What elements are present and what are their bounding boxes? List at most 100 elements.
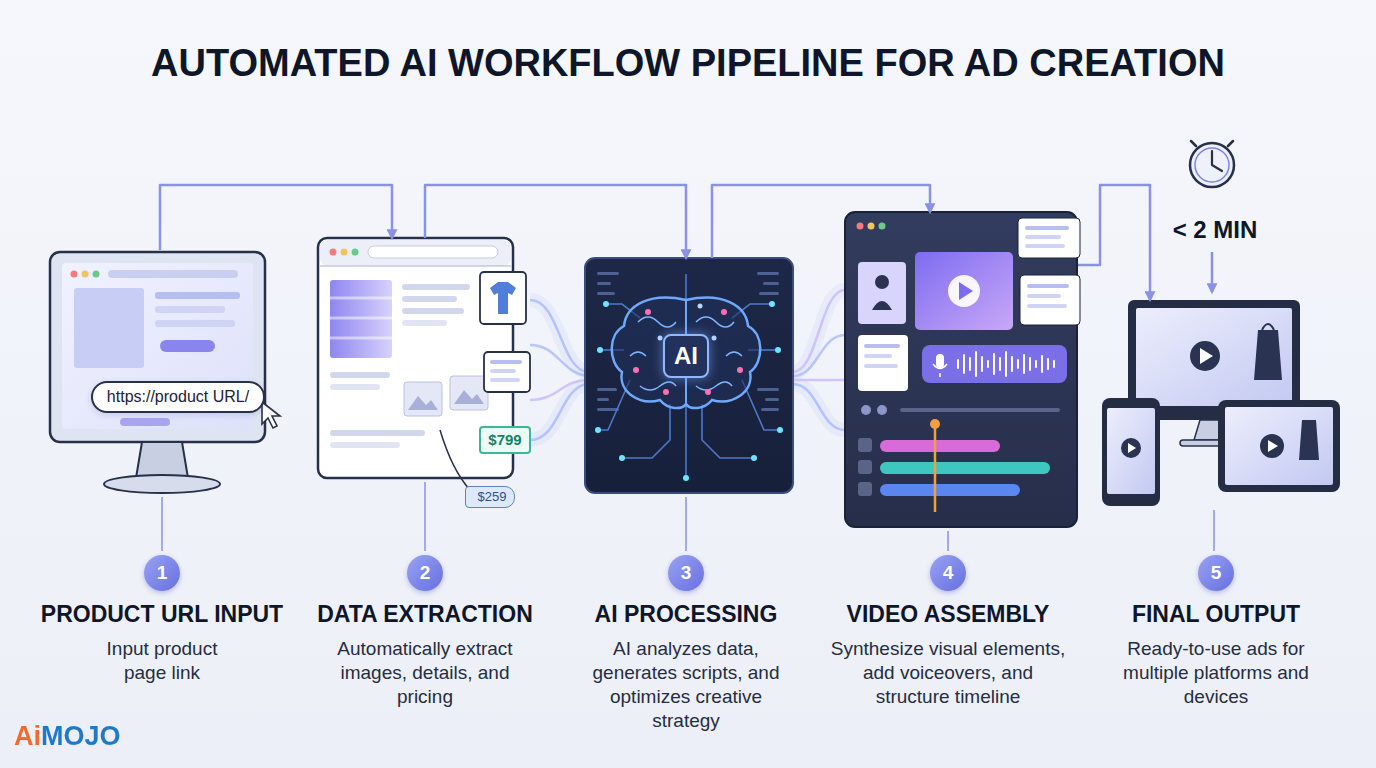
video-editor-illustration: [858, 482, 872, 496]
step-heading: VIDEO ASSEMBLY: [847, 600, 1050, 628]
url-field: https://product URL/: [91, 381, 265, 413]
browser-illustration: [330, 384, 380, 390]
ai-brain-illustration: [765, 398, 779, 401]
browser-illustration: [402, 320, 447, 326]
monitor-illustration: [262, 402, 280, 428]
step-number: 5: [1198, 555, 1234, 591]
video-editor-illustration: [858, 460, 872, 474]
video-editor-illustration: [1025, 235, 1061, 239]
video-editor-illustration: [880, 462, 1050, 474]
step-panel: 1PRODUCT URL INPUTInput product page lin…: [35, 250, 290, 685]
ai-brain-illustration: [683, 475, 689, 481]
browser-illustration: [408, 396, 438, 410]
browser-illustration: [402, 296, 457, 302]
data-stream: [793, 384, 845, 430]
step-heading: FINAL OUTPUT: [1132, 600, 1300, 628]
ai-brain-illustration: [597, 398, 609, 401]
video-editor-illustration: [963, 355, 965, 373]
ai-brain-illustration: [597, 272, 779, 411]
monitor-illustration: [155, 320, 235, 327]
video-editor-illustration: [930, 419, 940, 429]
ai-brain-illustration: [638, 317, 676, 327]
video-editor-illustration: [875, 275, 889, 289]
ai-brain-illustration: [777, 427, 783, 433]
step-description: Ready-to-use ads for multiple platforms …: [1116, 637, 1316, 709]
video-editor-illustration: [858, 262, 906, 324]
data-stream: [530, 345, 588, 376]
browser-illustration: [319, 265, 512, 267]
step-number: 4: [930, 555, 966, 591]
ai-brain-illustration: [761, 408, 779, 411]
step-description: Automatically extract images, details, a…: [330, 637, 520, 709]
ai-brain-illustration: [640, 382, 676, 390]
flow-arrow: [1211, 252, 1214, 292]
devices-illustration: [1299, 420, 1319, 460]
ai-brain-illustration: [630, 352, 646, 356]
video-editor-illustration: [1025, 244, 1065, 248]
video-editor-illustration: [879, 223, 886, 230]
ai-brain-illustration: [603, 301, 609, 307]
data-stream: [793, 290, 845, 372]
field-text: $799: [488, 431, 521, 448]
devices-illustration: [1268, 440, 1278, 452]
video-editor-illustration: [987, 361, 989, 367]
connector-layer: [160, 185, 1150, 300]
time-label: < 2 MIN: [1173, 216, 1258, 244]
devices-illustration: [1107, 408, 1155, 494]
ai-brain-illustration: [633, 367, 639, 373]
browser-illustration: [330, 249, 337, 256]
devices-illustration: [1102, 398, 1160, 506]
field-text: $259: [478, 489, 507, 504]
brand-logo: AiMOJO: [14, 720, 121, 752]
leader-line: [947, 531, 949, 551]
step-number: 2: [407, 555, 443, 591]
step-panel: 3AI PROCESSINGAI analyzes data, generate…: [566, 258, 806, 733]
video-editor-illustration: [868, 223, 875, 230]
video-editor-illustration: [1025, 226, 1069, 230]
browser-illustration: [341, 249, 348, 256]
field-text: https://product URL/: [107, 388, 249, 405]
video-editor-illustration: [959, 282, 973, 300]
browser-illustration: [480, 272, 526, 324]
ai-brain-illustration: [737, 367, 743, 373]
browser-illustration: [368, 246, 498, 258]
monitor-illustration: [71, 271, 78, 278]
devices-illustration: [1190, 341, 1220, 371]
video-editor-illustration: [864, 354, 892, 358]
browser-illustration: [330, 297, 392, 300]
ai-brain-illustration: [597, 292, 615, 295]
ai-brain-illustration: [658, 336, 663, 341]
price-box: $799: [479, 426, 530, 454]
ai-brain-illustration: [698, 304, 703, 309]
devices-illustration: [1128, 443, 1136, 453]
step-description: Synthesize visual elements, add voiceove…: [828, 637, 1068, 709]
leader-line: [424, 482, 426, 551]
ai-brain-illustration: [619, 455, 625, 461]
browser-illustration: [352, 249, 359, 256]
devices-illustration: [1102, 300, 1340, 506]
data-stream: [530, 300, 588, 372]
step-number-text: 4: [943, 563, 954, 583]
clock-icon: [1190, 143, 1234, 187]
ai-brain-illustration: [598, 274, 780, 478]
monitor-illustration: [62, 263, 253, 429]
video-editor-illustration: [1020, 275, 1080, 325]
video-editor-illustration: [934, 424, 937, 512]
step-description: Input product page link: [87, 637, 237, 685]
ai-brain-illustration: [585, 258, 793, 493]
video-editor-illustration: [957, 360, 959, 368]
data-stream: [530, 300, 588, 372]
video-editor-illustration: [948, 275, 980, 307]
data-stream: [793, 290, 845, 372]
ai-brain-illustration: [595, 427, 601, 433]
video-editor-illustration: [857, 223, 864, 230]
flow-arrow: [425, 185, 686, 258]
step-number: 1: [144, 555, 180, 591]
devices-illustration: [1262, 324, 1274, 330]
video-editor-illustration: [1017, 360, 1019, 368]
ai-brain-illustration: [705, 389, 711, 395]
browser-illustration: [330, 372, 390, 378]
browser-illustration: [450, 376, 488, 410]
video-editor-illustration: [880, 484, 1020, 496]
ai-brain-illustration: [630, 317, 742, 390]
